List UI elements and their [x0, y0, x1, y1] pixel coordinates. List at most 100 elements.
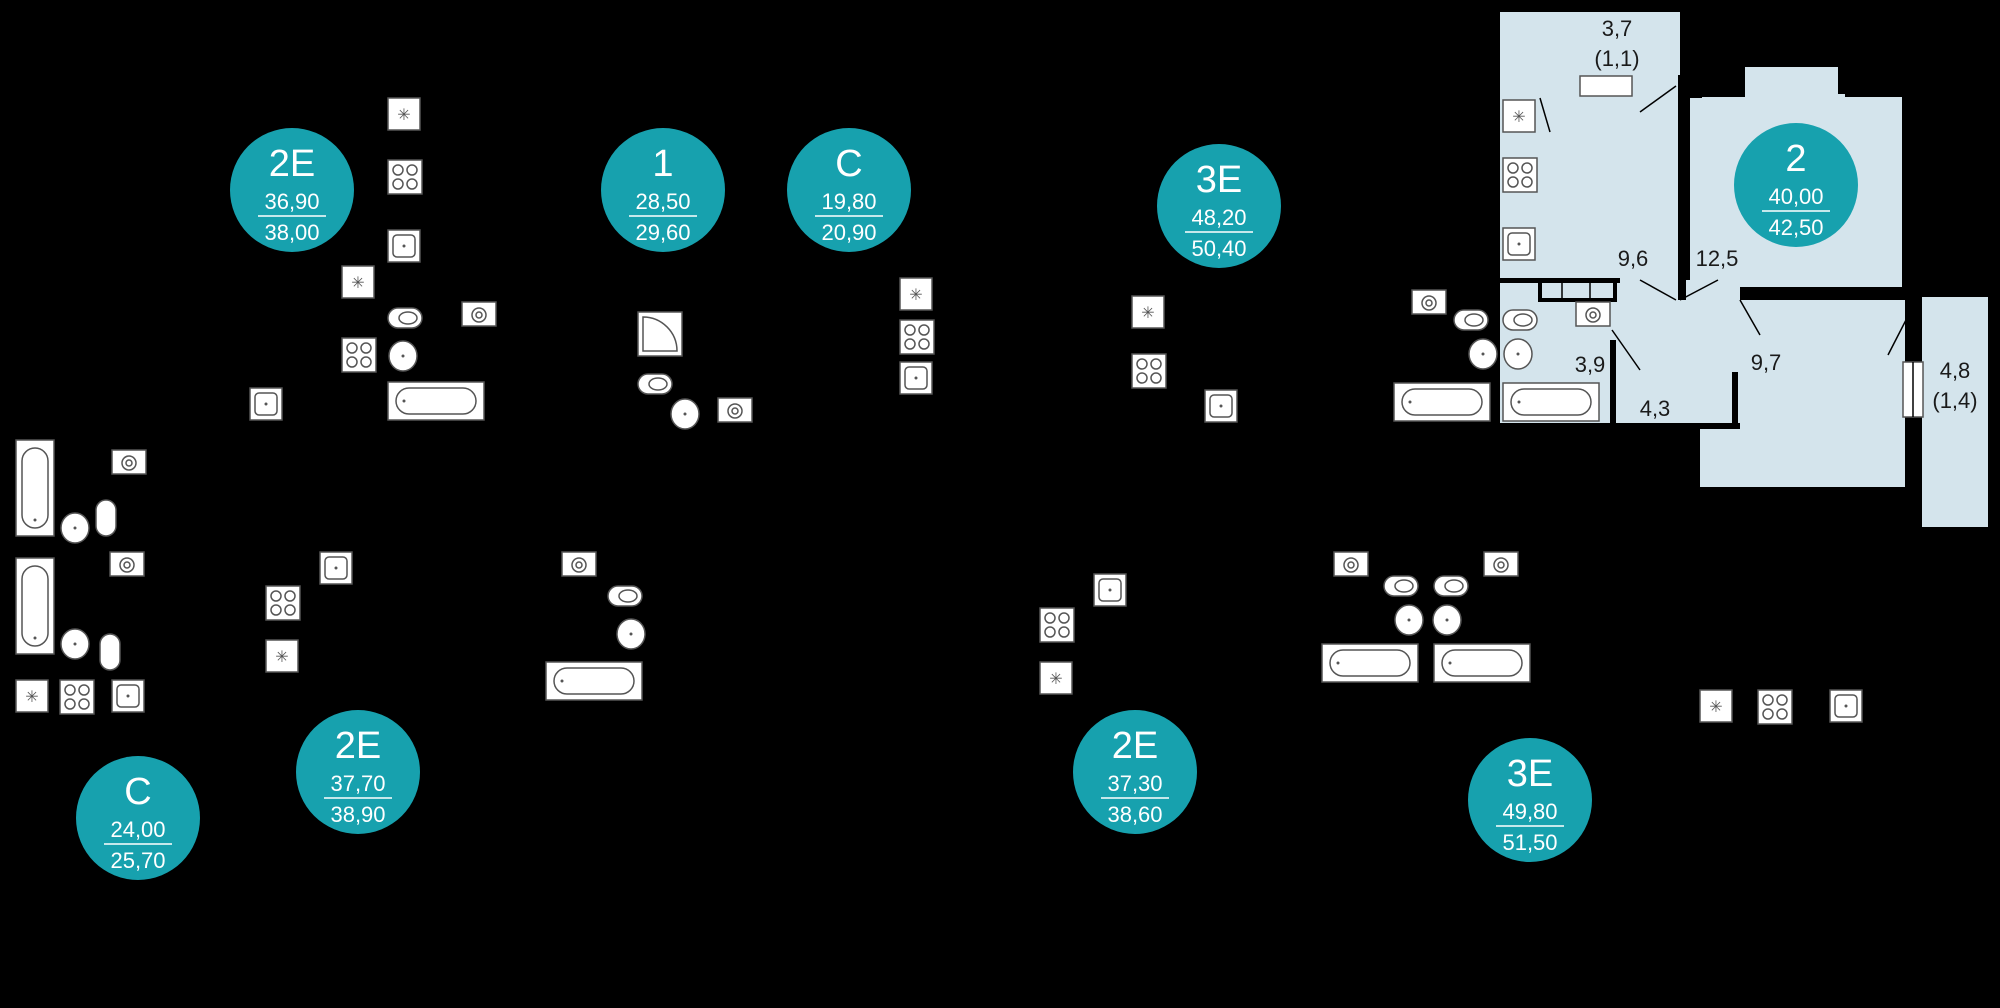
washbasin-icon: [60, 512, 90, 544]
stove-icon: [1502, 157, 1538, 193]
toilet-icon: [607, 585, 643, 607]
door-balcony: [1887, 319, 1907, 356]
toilet-icon: [1453, 309, 1489, 331]
apartment-type: С: [835, 143, 862, 185]
stove-icon: [1757, 689, 1793, 725]
toilet-icon: [99, 633, 121, 671]
apartment-living-area: 19,80: [821, 189, 876, 214]
apartment-total-area: 25,70: [110, 848, 165, 873]
room-area-bedroom: 12,5: [1696, 246, 1739, 271]
washbasin-icon: [1503, 338, 1533, 370]
apartment-total-area: 20,90: [821, 220, 876, 245]
apartment-living-area: 24,00: [110, 817, 165, 842]
washing-machine-icon: [109, 551, 145, 577]
badge-circle: [230, 128, 354, 252]
apartment-badge[interactable]: 1 28,50 29,60: [601, 128, 725, 252]
washbasin-icon: [1394, 604, 1424, 636]
washing-machine-icon: [1575, 301, 1611, 327]
toilet-icon: [1383, 575, 1419, 597]
stove-icon: [1039, 607, 1075, 643]
washing-machine-icon: [561, 551, 597, 577]
fridge-icon: [1039, 661, 1073, 695]
badge-circle: [1157, 144, 1281, 268]
door-bath: [1611, 329, 1641, 371]
room-area-balcony-side: 4,8: [1940, 358, 1971, 383]
bathtub-icon: [1321, 643, 1419, 683]
door-kitchen-lower: [1639, 279, 1677, 301]
sink-icon: [111, 679, 145, 713]
washbasin-icon: [616, 618, 646, 650]
room-area-bath: 3,9: [1575, 352, 1606, 377]
sink-icon: [249, 387, 283, 421]
badge-circle: [787, 128, 911, 252]
badge-circle: [76, 756, 200, 880]
room-area-balcony-top: 3,7: [1602, 16, 1633, 41]
fridge-icon: [899, 277, 933, 311]
wall-bedroom-top: [1686, 90, 1702, 98]
washing-machine-icon: [1333, 551, 1369, 577]
apartment-living-area: 28,50: [635, 189, 690, 214]
apartment-type: 1: [652, 143, 673, 185]
sink-icon: [387, 229, 421, 263]
bathtub-icon: [15, 439, 55, 537]
fridge-icon: [265, 639, 299, 673]
room-area-hall: 9,7: [1751, 350, 1782, 375]
bathtub-icon: [1502, 382, 1600, 422]
sink-icon: [319, 551, 353, 585]
stove-icon: [1131, 353, 1167, 389]
badge-circle: [1468, 738, 1592, 862]
stove-icon: [59, 679, 95, 715]
bathtub-icon: [545, 661, 643, 701]
apartment-badge[interactable]: С 19,80 20,90: [787, 128, 911, 252]
apartment-type: С: [124, 771, 151, 813]
apartment-badge[interactable]: С 24,00 25,70: [76, 756, 200, 880]
door-fridge: [1539, 97, 1551, 133]
apartment-type: 3Е: [1196, 159, 1242, 201]
apartment-type: 2: [1785, 138, 1806, 180]
wall-hall-divider: [1732, 372, 1738, 427]
room-area-kitchen: 9,6: [1618, 246, 1649, 271]
bathtub-icon: [1393, 382, 1491, 422]
apartment-total-area: 50,40: [1191, 236, 1246, 261]
door-room: [1739, 299, 1761, 336]
apartment-total-area: 51,50: [1502, 830, 1557, 855]
bathtub-icon: [15, 557, 55, 655]
apartment-living-area: 36,90: [264, 189, 319, 214]
apartment-type: 3Е: [1507, 753, 1553, 795]
sink-icon: [1204, 389, 1238, 423]
door-bedroom: [1679, 279, 1719, 301]
selected-apartment-plan[interactable]: 3,7 (1,1) 9,6 12,5 3,9 4,3 9,7 4,8 (1,4): [1491, 12, 1988, 527]
balcony-side: [1922, 297, 1988, 527]
bathtub-icon: [387, 381, 485, 421]
stove-icon: [265, 585, 301, 621]
fridge-icon: [341, 265, 375, 299]
washbasin-icon: [1468, 338, 1498, 370]
washing-machine-icon: [1411, 289, 1447, 315]
stove-icon: [341, 337, 377, 373]
apartment-badge[interactable]: 2 40,00 42,50: [1734, 123, 1858, 247]
washing-machine-icon: [717, 397, 753, 423]
sink-icon: [1829, 689, 1863, 723]
wall-hall-bedroom: [1775, 290, 1905, 299]
badge-circle: [296, 710, 420, 834]
apartment-total-area: 42,50: [1768, 215, 1823, 240]
apartment-living-area: 49,80: [1502, 799, 1557, 824]
apartment-type: 2Е: [1112, 725, 1158, 767]
badge-circle: [1073, 710, 1197, 834]
wall-notch-right: [1838, 67, 1856, 94]
sink-icon: [899, 361, 933, 395]
apartment-total-area: 29,60: [635, 220, 690, 245]
fridge-icon: [387, 97, 421, 131]
toilet-icon: [637, 373, 673, 395]
apartment-living-area: 40,00: [1768, 184, 1823, 209]
wall-hall-bottom: [1610, 423, 1740, 429]
sink-icon: [1093, 573, 1127, 607]
room-note-balcony-top: (1,1): [1594, 46, 1639, 71]
fridge-icon: [1502, 99, 1536, 133]
room-note-balcony-side: (1,4): [1932, 388, 1977, 413]
apartment-badge[interactable]: 3Е 49,80 51,50: [1468, 738, 1592, 862]
